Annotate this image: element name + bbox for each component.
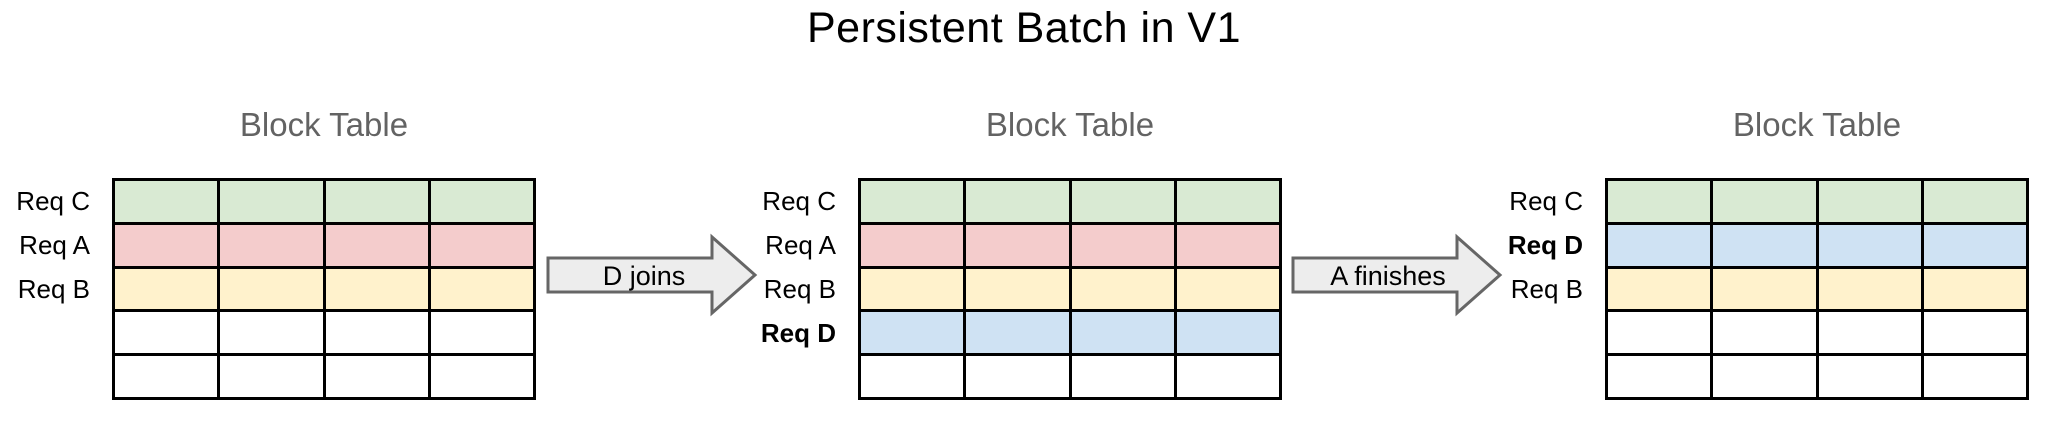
block-cell bbox=[1923, 224, 2026, 266]
block-cell bbox=[861, 356, 964, 397]
block-cell bbox=[1818, 356, 1921, 397]
block-cell bbox=[220, 224, 323, 266]
block-cell bbox=[966, 181, 1069, 222]
row-label: Req B bbox=[763, 274, 836, 304]
block-cell bbox=[861, 224, 964, 266]
arrow-shape bbox=[1291, 233, 1503, 317]
row-label: Req C bbox=[762, 186, 836, 217]
block-cell bbox=[1071, 224, 1174, 266]
block-table-panel-2: Block Table Req C Req A Req B Req D bbox=[761, 88, 1282, 408]
block-cell bbox=[1713, 356, 1816, 397]
row-label: Req D bbox=[1507, 230, 1583, 261]
arrow-shape bbox=[546, 233, 758, 317]
block-cell bbox=[115, 312, 218, 354]
block-cell bbox=[1818, 224, 1921, 266]
block-cell bbox=[115, 181, 218, 222]
block-cell bbox=[1071, 312, 1174, 354]
block-table-grid: Req C Req D Req B bbox=[1508, 178, 2029, 400]
arrow-label: A finishes bbox=[1330, 261, 1446, 291]
block-cell bbox=[1608, 312, 1711, 354]
arrow-label: D joins bbox=[603, 261, 686, 291]
block-cell bbox=[1713, 181, 1816, 222]
block-cell bbox=[220, 356, 323, 397]
block-cell bbox=[1818, 268, 1921, 310]
block-cell bbox=[966, 224, 1069, 266]
block-cell bbox=[430, 181, 533, 222]
block-cell bbox=[1608, 224, 1711, 266]
row-label: Req C bbox=[16, 186, 90, 217]
block-cell bbox=[861, 312, 964, 354]
block-cell bbox=[220, 312, 323, 354]
block-cell bbox=[1176, 224, 1279, 266]
block-cell bbox=[220, 181, 323, 222]
block-cell bbox=[115, 268, 218, 310]
block-cell bbox=[1923, 356, 2026, 397]
block-table-grid: Req C Req A Req B Req D bbox=[761, 178, 1282, 400]
row-label: Req B bbox=[17, 274, 90, 304]
block-cell bbox=[1176, 356, 1279, 397]
block-cell bbox=[1818, 312, 1921, 354]
block-cell bbox=[430, 268, 533, 310]
block-cell bbox=[325, 181, 428, 222]
block-cell bbox=[966, 312, 1069, 354]
block-table-grid: Req C Req A Req B bbox=[16, 178, 536, 400]
block-cell bbox=[1923, 268, 2026, 310]
block-cell bbox=[1923, 181, 2026, 222]
block-cell bbox=[1923, 312, 2026, 354]
row-label: Req A bbox=[765, 230, 836, 261]
row-label: Req A bbox=[19, 230, 90, 261]
block-cell bbox=[1608, 356, 1711, 397]
block-cell bbox=[325, 356, 428, 397]
block-cell bbox=[1071, 356, 1174, 397]
row-label: Req B bbox=[1510, 274, 1583, 304]
panel-heading: Block Table bbox=[239, 106, 409, 143]
block-cell bbox=[861, 268, 964, 310]
block-cell bbox=[220, 268, 323, 310]
block-cell bbox=[430, 224, 533, 266]
block-cell bbox=[1071, 268, 1174, 310]
block-cell bbox=[1713, 312, 1816, 354]
block-cell bbox=[966, 356, 1069, 397]
block-cell bbox=[1176, 268, 1279, 310]
block-cell bbox=[325, 224, 428, 266]
block-cell bbox=[325, 268, 428, 310]
block-table-panel-1: Block Table Req C Req A Req B bbox=[16, 88, 536, 408]
block-cell bbox=[1608, 268, 1711, 310]
block-cell bbox=[430, 356, 533, 397]
block-cell bbox=[1713, 224, 1816, 266]
block-cell bbox=[1608, 181, 1711, 222]
block-cell bbox=[1176, 181, 1279, 222]
block-cell bbox=[115, 224, 218, 266]
arrow-d-joins: D joins bbox=[546, 233, 758, 317]
block-cell bbox=[1818, 181, 1921, 222]
block-cell bbox=[1071, 181, 1174, 222]
block-cell bbox=[430, 312, 533, 354]
block-cell bbox=[115, 356, 218, 397]
panel-heading: Block Table bbox=[1732, 106, 1902, 143]
block-cell bbox=[1713, 268, 1816, 310]
panel-heading: Block Table bbox=[985, 106, 1155, 143]
row-label: Req D bbox=[760, 317, 836, 348]
block-cell bbox=[1176, 312, 1279, 354]
page-title: Persistent Batch in V1 bbox=[806, 4, 1242, 52]
row-label: Req C bbox=[1509, 186, 1583, 217]
block-table-panel-3: Block Table Req C Req D Req B bbox=[1508, 88, 2029, 408]
block-cell bbox=[861, 181, 964, 222]
block-cell bbox=[966, 268, 1069, 310]
arrow-a-finishes: A finishes bbox=[1291, 233, 1503, 317]
block-cell bbox=[325, 312, 428, 354]
